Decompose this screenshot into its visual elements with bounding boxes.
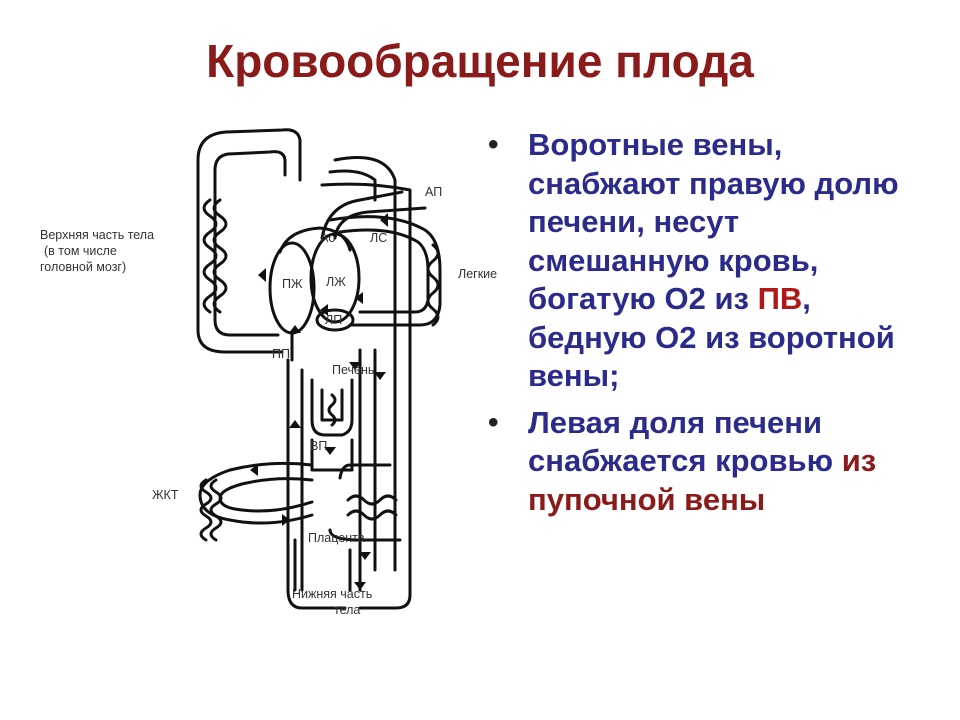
label-pzh: ПЖ [282, 277, 303, 291]
label-pp: ПП [272, 347, 290, 361]
label-liver: Печень [332, 363, 374, 377]
label-vp: ВП [310, 439, 327, 453]
bullet-list: • Воротные вены, снабжают правую долю пе… [488, 126, 928, 527]
label-placenta: Плацента [308, 531, 365, 545]
label-ao: Ао [320, 231, 335, 245]
label-lower-body: Нижняя часть [292, 587, 372, 601]
label-lungs: Легкие [458, 267, 497, 281]
bullet-marker: • [488, 405, 499, 439]
label-zhkt: ЖКТ [152, 488, 179, 502]
bullet-left-lobe: • Левая доля печени снабжается кровью из… [488, 404, 928, 520]
label-lzh: ЛЖ [326, 275, 346, 289]
bullet-marker: • [488, 128, 499, 161]
label-ap: АП [425, 185, 442, 199]
slide-title: Кровообращение плода [206, 35, 754, 87]
bullet-text: Воротные вены, снабжают правую долю пече… [528, 127, 899, 316]
label-ls: ЛС [370, 231, 387, 245]
label-upper-body: Верхняя часть тела [40, 228, 154, 242]
bullet-text-umbilical: из пупочной вены [528, 443, 877, 517]
label-upper-body-note: (в том числе [44, 244, 117, 258]
label-brain: головной мозг) [40, 260, 126, 274]
bullet-text: Левая доля печени снабжается кровью [528, 404, 842, 479]
fetal-circulation-diagram: Верхняя часть тела (в том числе головной… [40, 128, 497, 617]
bullet-portal-veins: • Воротные вены, снабжают правую долю пе… [488, 126, 928, 396]
highlight-pv: ПВ [757, 281, 803, 316]
label-lower-body-2: тела [334, 603, 360, 617]
label-lp: ЛП [325, 313, 342, 327]
bullet-text-end: , бедную О2 из воротной вены; [528, 281, 895, 393]
